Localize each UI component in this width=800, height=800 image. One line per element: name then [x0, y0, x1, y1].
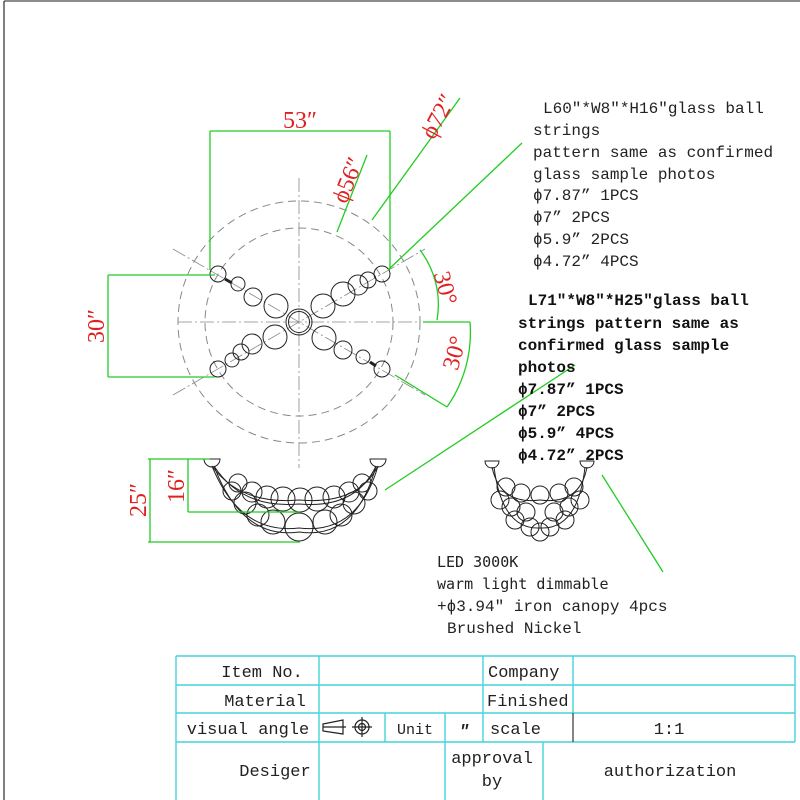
company-label: Company — [488, 664, 559, 683]
note-line: strings — [533, 122, 600, 140]
note-line: warm light dimmable — [437, 575, 609, 593]
scale-label: scale — [490, 721, 541, 740]
projection-symbol-icon — [322, 717, 372, 737]
height-dimension: 30″ — [84, 309, 110, 343]
note-line: ϕ7.87” 1PCS — [533, 187, 639, 205]
note-line: confirmed glass sample — [518, 337, 729, 355]
note-inner-strings: L60″*W8″*H16″glass ball strings pattern … — [533, 100, 773, 271]
inner-height-dimension: 16″ — [164, 469, 190, 503]
inner-diameter-dimension: ϕ56″ — [328, 154, 370, 207]
note-line: strings pattern same as — [518, 315, 739, 333]
title-block: Item No. Company Material Finished visua… — [175, 655, 796, 800]
note-line: ϕ7.87” 1PCS — [518, 381, 624, 399]
note-line: ϕ5.9” 2PCS — [533, 231, 629, 249]
note-line: L60″*W8″*H16″glass ball — [543, 100, 764, 118]
width-dimension: 53″ — [283, 108, 317, 134]
centerline-diag-2 — [172, 248, 426, 396]
material-label: Material — [224, 693, 306, 712]
note-line: ϕ7” 2PCS — [533, 209, 610, 227]
scale-value: 1:1 — [654, 721, 685, 740]
note-line: pattern same as confirmed — [533, 144, 773, 162]
note-outer-strings: L71″*W8″*H25″glass ball strings pattern … — [518, 292, 749, 465]
total-height-dimension: 25″ — [126, 483, 152, 517]
note-line: photos — [518, 359, 576, 377]
unit-label: Unit — [397, 722, 433, 739]
approval-label-1: approval — [451, 750, 533, 769]
note-line: ϕ5.9” 4PCS — [518, 425, 614, 443]
angle-lower-dimension: 30° — [438, 334, 472, 373]
visual-angle-label: visual angle — [187, 721, 309, 740]
item-no-label: Item No. — [221, 664, 303, 683]
top-view: 53″ 30″ ϕ72″ ϕ56″ 30° 30° — [84, 90, 523, 468]
note-line: +ϕ3.94″ iron canopy 4pcs — [437, 598, 667, 616]
note-line: ϕ4.72” 2PCS — [518, 447, 624, 465]
note-led: LED 3000K warm light dimmable +ϕ3.94″ ir… — [437, 553, 667, 638]
glass-balls-top — [209, 265, 391, 378]
side-view-outer — [484, 460, 664, 573]
designer-label: Desiger — [239, 763, 310, 782]
outer-diameter-dimension: ϕ72″ — [416, 90, 461, 143]
authorization-label: authorization — [604, 763, 737, 782]
note-line: ϕ7” 2PCS — [518, 403, 595, 421]
note-line: LED 3000K — [437, 553, 518, 571]
unit-value: ″ — [459, 723, 469, 742]
note-line: glass sample photos — [533, 166, 715, 184]
side-view-inner: 25″ 16″ — [126, 364, 576, 543]
note-line: Brushed Nickel — [447, 620, 581, 638]
angle-upper-dimension: 30° — [428, 269, 462, 308]
note-line: ϕ4.72” 4PCS — [533, 253, 639, 271]
dimension-lines-top — [107, 97, 523, 408]
note-line: L71″*W8″*H25″glass ball — [528, 292, 749, 310]
approval-label-2: by — [482, 773, 502, 792]
finished-label: Finished — [487, 693, 569, 712]
